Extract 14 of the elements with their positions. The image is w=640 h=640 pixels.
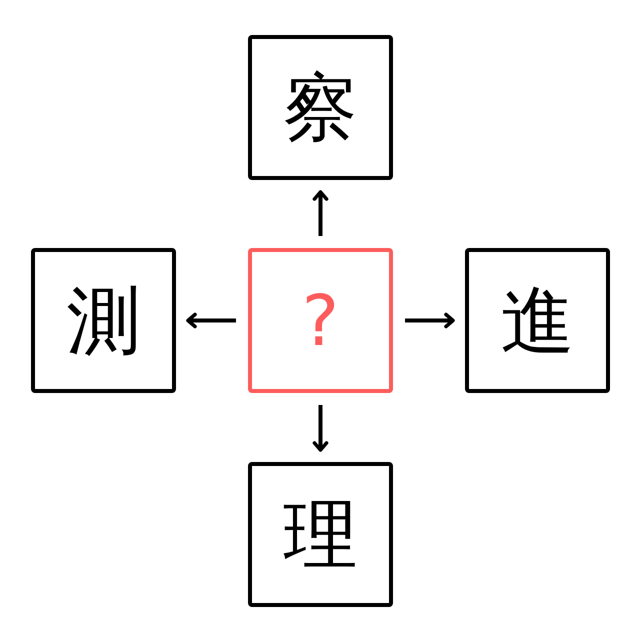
kanji-character: 測 xyxy=(66,284,140,358)
kanji-character: 察 xyxy=(284,70,358,144)
kanji-box xyxy=(248,462,393,607)
kanji-box xyxy=(248,35,393,180)
kanji-character: 進 xyxy=(500,284,574,358)
kanji-box xyxy=(465,248,610,393)
arrow xyxy=(186,312,236,328)
arrow xyxy=(312,190,328,236)
question-mark: ? xyxy=(302,286,340,356)
kanji-character: 理 xyxy=(284,498,358,572)
arrow xyxy=(405,312,455,328)
arrow xyxy=(312,405,328,452)
kanji-box xyxy=(31,248,176,393)
question-box xyxy=(248,248,393,393)
